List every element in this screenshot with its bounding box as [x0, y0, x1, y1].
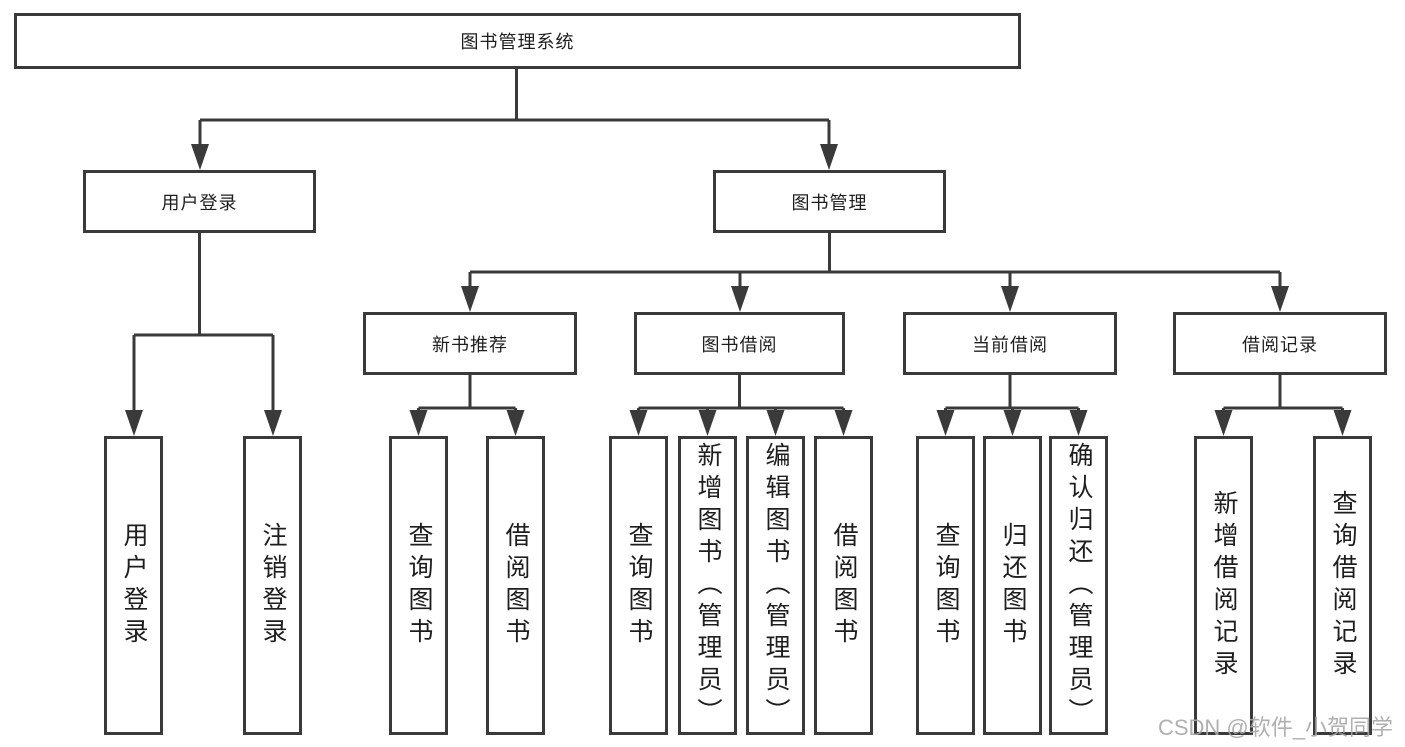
leaf-query-borrow-record: 查询借阅记录: [1313, 436, 1372, 735]
leaf-query-books-borrow: 查询图书: [609, 436, 668, 735]
node-user-login: 用户登录: [83, 170, 316, 233]
leaf-edit-books-admin: 编辑图书（管理员）: [746, 436, 805, 735]
node-root-library-management-system: 图书管理系统: [14, 13, 1021, 69]
leaf-borrow-books: 借阅图书: [814, 436, 873, 735]
leaf-return-books: 归还图书: [983, 436, 1042, 735]
leaf-add-books-admin: 新增图书（管理员）: [678, 436, 737, 735]
arrowheads: [125, 144, 1352, 436]
leaf-confirm-return-admin: 确认归还（管理员）: [1049, 436, 1108, 735]
leaf-logout-login: 注销登录: [243, 436, 302, 735]
node-new-book-recommend: 新书推荐: [363, 312, 577, 375]
node-current-borrow: 当前借阅: [903, 312, 1117, 375]
node-borrow-records: 借阅记录: [1173, 312, 1387, 375]
node-book-borrow: 图书借阅: [634, 312, 845, 375]
leaf-borrow-books-recommend: 借阅图书: [486, 436, 545, 735]
leaf-user-login: 用户登录: [104, 436, 163, 735]
leaf-query-books-recommend: 查询图书: [389, 436, 448, 735]
node-book-management: 图书管理: [713, 170, 946, 233]
leaf-add-borrow-record: 新增借阅记录: [1194, 436, 1253, 735]
leaf-query-books-current: 查询图书: [916, 436, 975, 735]
